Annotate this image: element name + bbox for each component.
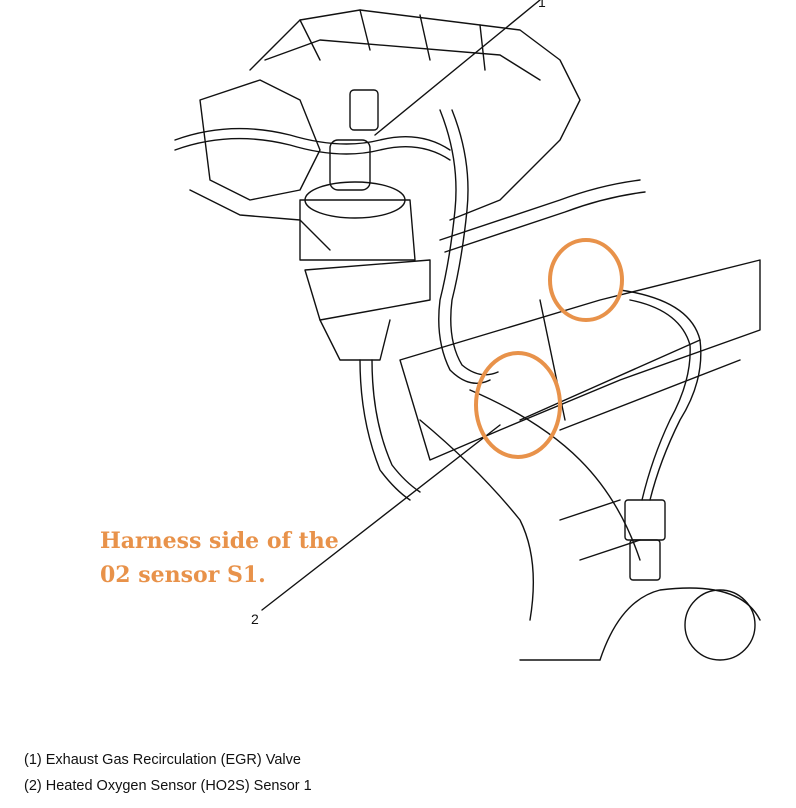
engine-line-drawing (174, 0, 761, 661)
callout-number-2: 2 (251, 611, 259, 627)
lower-housing (519, 587, 761, 661)
wiring-harness (359, 109, 646, 501)
annotation-line-2: 02 sensor S1. (100, 562, 266, 588)
highlight-circle-sensor (548, 238, 624, 322)
legend: (1) Exhaust Gas Recirculation (EGR) Valv… (24, 747, 312, 799)
harness-annotation: Harness side of the 02 sensor S1. (100, 524, 339, 592)
egr-valve (299, 89, 431, 361)
callout-number-1: 1 (538, 0, 546, 10)
legend-item-ho2s: (2) Heated Oxygen Sensor (HO2S) Sensor 1 (24, 778, 312, 794)
exhaust-manifold (399, 259, 761, 621)
oxygen-sensor (619, 289, 702, 581)
intake-manifold (174, 9, 581, 251)
legend-item-egr: (1) Exhaust Gas Recirculation (EGR) Valv… (24, 752, 301, 768)
leader-line-2 (261, 424, 501, 611)
highlight-circle-connector (474, 351, 562, 459)
leader-line-1 (374, 0, 541, 136)
annotation-line-1: Harness side of the (100, 528, 339, 554)
